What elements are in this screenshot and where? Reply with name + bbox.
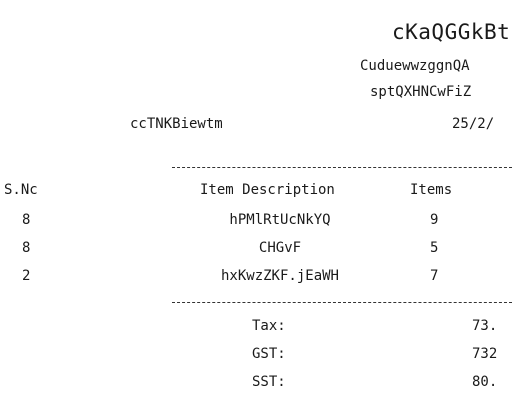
row-description: CHGvF [258,240,302,256]
row-sno: 2 [22,268,31,284]
row-description: hPMlRtUcNkYQ [229,212,331,228]
address-line-1: CuduewwzggnQA [360,58,470,74]
header-sno: S.Nc [4,182,38,198]
sst-value: 80. [472,374,498,390]
divider-bottom [172,302,512,303]
table-row: 8 CHGvF 5 [0,240,512,264]
table-row: 8 hPMlRtUcNkYQ 9 [0,212,512,236]
header-items: Items [410,182,453,198]
receipt-date: 25/2/ [452,116,495,132]
tax-value: 73. [472,318,498,334]
row-description: hxKwzZKF.jEaWH [220,268,339,284]
address-line-2: sptQXHNCwFiZ [370,84,472,100]
sst-label: SST: [252,374,286,390]
row-items: 9 [430,212,439,228]
header-description: Item Description [200,182,335,198]
row-sno: 8 [22,240,31,256]
gst-label: GST: [252,346,286,362]
gst-value: 732 [472,346,498,362]
row-sno: 8 [22,212,31,228]
row-items: 7 [430,268,439,284]
divider-top [172,167,512,168]
table-row: 2 hxKwzZKF.jEaWH 7 [0,268,512,292]
row-items: 5 [430,240,439,256]
cashier-name: ccTNKBiewtm [130,116,223,132]
tax-label: Tax: [252,318,286,334]
store-name: cKaQGGkBt [392,20,511,44]
